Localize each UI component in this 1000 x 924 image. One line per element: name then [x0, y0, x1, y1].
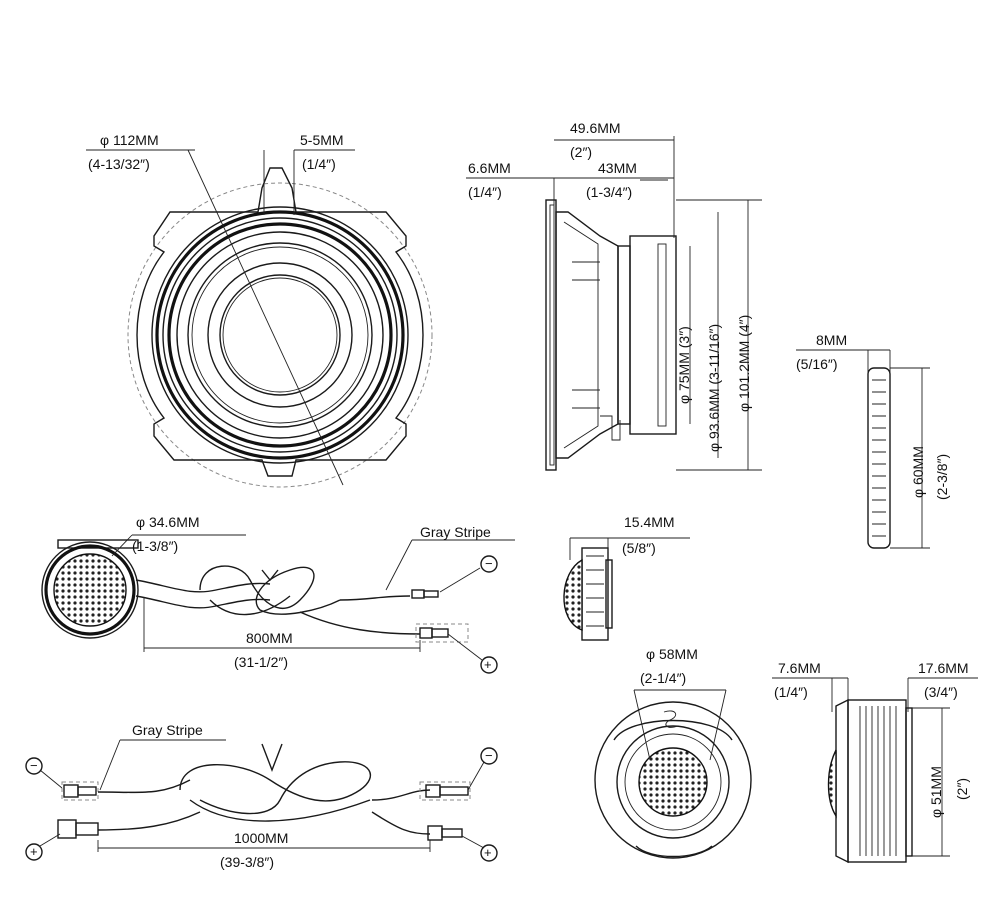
ring-adapter [796, 349, 930, 549]
crossover-wire-length-in: (39-3/8″) [220, 854, 274, 870]
tweeter-minus-symbol: − [485, 556, 493, 571]
mount-diameter-mm: φ 58MM [646, 646, 698, 662]
tweeter-side-view [563, 537, 690, 641]
tweeter-depth-in: (5/8″) [622, 540, 656, 556]
tweeter-depth-mm: 15.4MM [624, 514, 675, 530]
surface-diameter-mm: φ 51MM [928, 766, 944, 818]
woofer-d93: φ 93.6MM (3-11/16″) [706, 323, 722, 452]
surface-b-in: (3/4″) [924, 684, 958, 700]
ring-thickness-mm: 8MM [816, 332, 848, 348]
surface-a-in: (1/4″) [774, 684, 808, 700]
ring-diameter-mm: φ 60MM [910, 446, 926, 498]
woofer-tab-in: (1/4″) [302, 156, 336, 172]
woofer-d101: φ 101.2MM (4″) [736, 314, 752, 412]
crossover-minus-right: − [485, 748, 493, 763]
crossover-wire-length-mm: 1000MM [234, 830, 289, 846]
woofer-diameter-in: (4-13/32″) [88, 156, 150, 172]
tweeter-wire-length-in: (31-1/2″) [234, 654, 288, 670]
woofer-tab-mm: 5-5MM [300, 132, 344, 148]
woofer-side-view [466, 136, 762, 471]
woofer-flange-mm: 6.6MM [468, 160, 511, 176]
woofer-d75: φ 75MM (3″) [676, 326, 692, 404]
crossover-wire-label: Gray Stripe [132, 722, 203, 738]
tweeter-with-wire [41, 534, 515, 674]
tweeter-wire-length-mm: 800MM [246, 630, 293, 646]
surface-a-mm: 7.6MM [778, 660, 821, 676]
crossover-plus-right: + [484, 845, 492, 860]
tweeter-diameter-mm: φ 34.6MM [136, 514, 200, 530]
woofer-flange-in: (1/4″) [468, 184, 502, 200]
woofer-front-view [86, 149, 433, 488]
woofer-mount-mm: 43MM [598, 160, 637, 176]
tweeter-diameter-in: (1-3/8″) [132, 538, 179, 554]
tweeter-surface-mount [772, 677, 978, 864]
tweeter-plus-symbol: + [484, 657, 492, 672]
ring-thickness-in: (5/16″) [796, 356, 838, 372]
tweeter-flush-mount [594, 689, 752, 859]
tweeter-wire-label: Gray Stripe [420, 524, 491, 540]
crossover-minus-left: − [30, 758, 38, 773]
surface-diameter-in: (2″) [954, 777, 970, 800]
woofer-diameter-mm: φ 112MM [100, 132, 159, 148]
ring-diameter-in: (2-3/8″) [934, 453, 950, 500]
crossover-wire-harness [25, 739, 498, 862]
crossover-plus-left: + [30, 844, 38, 859]
woofer-depth-in: (2″) [570, 144, 593, 160]
surface-b-mm: 17.6MM [918, 660, 969, 676]
mount-diameter-in: (2-1/4″) [640, 670, 687, 686]
woofer-mount-in: (1-3/4″) [586, 184, 633, 200]
woofer-depth-mm: 49.6MM [570, 120, 621, 136]
